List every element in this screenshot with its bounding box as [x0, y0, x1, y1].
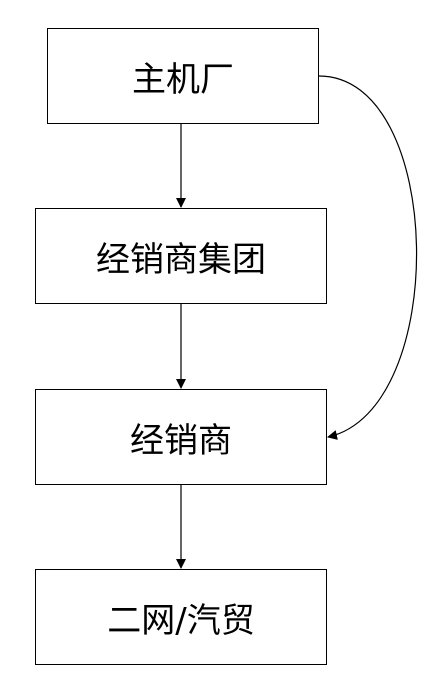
node-dealer-group-label: 经销商集团: [96, 239, 266, 280]
node-secondary-network: 二网/汽贸: [35, 569, 327, 665]
node-oem: 主机厂: [47, 28, 319, 124]
node-secondary-network-label: 二网/汽贸: [107, 600, 255, 641]
edge-n1-n3-curve: [318, 75, 418, 440]
node-dealer: 经销商: [35, 389, 327, 485]
node-dealer-group: 经销商集团: [35, 208, 327, 304]
node-oem-label: 主机厂: [132, 59, 234, 100]
node-dealer-label: 经销商: [130, 420, 232, 461]
